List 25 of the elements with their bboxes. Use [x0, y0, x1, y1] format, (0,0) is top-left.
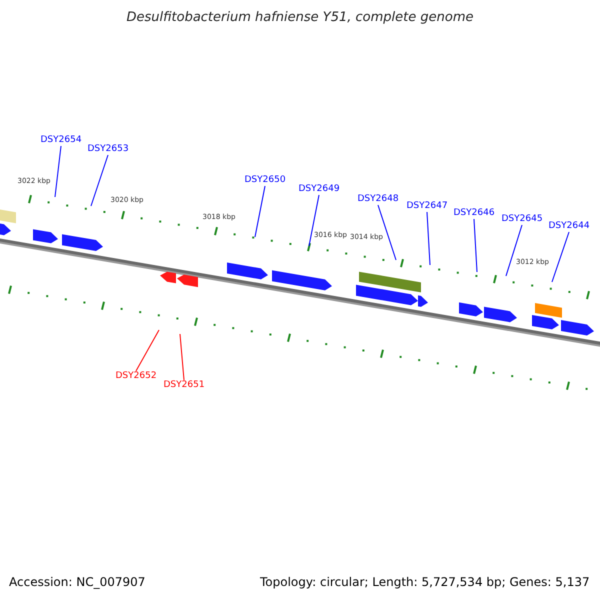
leader-line: [254, 186, 266, 238]
accession-text: Accession: NC_007907: [9, 576, 146, 588]
gene-label: DSY2647: [406, 202, 448, 211]
leader-line: [474, 218, 478, 272]
gene-label: DSY2645: [502, 215, 543, 224]
leader-line: [180, 334, 184, 380]
gene-label: DSY2651: [164, 381, 205, 390]
gene-label: DSY2652: [116, 372, 157, 381]
leader-line: [308, 194, 320, 246]
gene-label: DSY2654: [40, 136, 82, 145]
leader-line: [506, 224, 522, 276]
gene-label: DSY2653: [88, 145, 129, 154]
genome-summary-text: Topology: circular; Length: 5,727,534 bp; Genes: 5,137: [260, 576, 590, 588]
leader-line: [552, 232, 570, 282]
leader-line: [378, 204, 396, 260]
gene-label: DSY2644: [548, 222, 590, 231]
leader-line: [90, 154, 108, 206]
title: Desulfitobacterium hafniense Y51, complete genome: [125, 11, 474, 24]
leader-line: [426, 212, 430, 266]
gene-label: DSY2648: [358, 195, 399, 204]
leader-line: [136, 330, 160, 372]
leader-line: [54, 146, 62, 198]
gene-label: DSY2646: [454, 209, 495, 218]
gene-label: DSY2650: [244, 176, 286, 185]
gene-label: DSY2649: [298, 185, 340, 194]
